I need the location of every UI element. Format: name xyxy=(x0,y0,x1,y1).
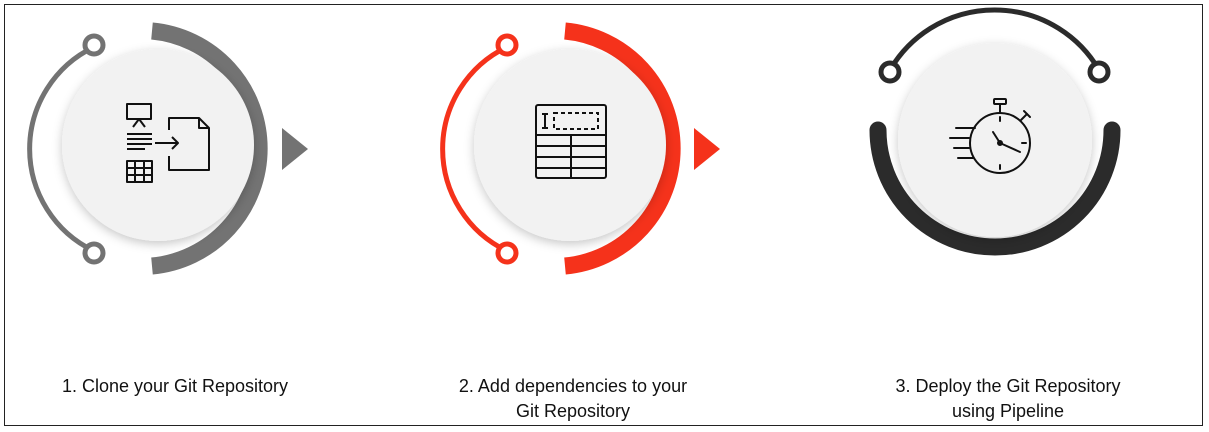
step-1-inner-circle xyxy=(62,49,254,241)
step-3-label: 3. Deploy the Git Repository using Pipel… xyxy=(848,374,1168,424)
step-3-label-line1: 3. Deploy the Git Repository xyxy=(895,376,1121,396)
step-3-top-arc xyxy=(887,7,1102,72)
table-form-icon xyxy=(535,104,607,179)
step-3-bottom-arc xyxy=(869,121,1121,256)
step-2-label: 2. Add dependencies to your Git Reposito… xyxy=(413,374,733,424)
step-3-graphic xyxy=(869,7,1121,256)
step-2-label-line1: 2. Add dependencies to your xyxy=(458,376,688,396)
step-1-thin-arc xyxy=(27,44,96,254)
step-2-thick-arc xyxy=(564,22,681,275)
step-1-thick-arc xyxy=(151,22,268,275)
step-2-top-node xyxy=(495,33,519,57)
step-2-thin-arc xyxy=(440,44,509,254)
step-2-bottom-node xyxy=(495,241,519,265)
step-2-label-line2: Git Repository xyxy=(515,401,631,421)
step-3-inner-circle xyxy=(898,43,1092,237)
stopwatch-icon xyxy=(949,98,1031,174)
step-1-label: 1. Clone your Git Repository xyxy=(15,374,335,399)
step-1-graphic xyxy=(27,22,308,275)
step-3-label-line2: using Pipeline xyxy=(951,401,1065,421)
step-3-left-node xyxy=(878,60,902,84)
step-1-bottom-node xyxy=(82,241,106,265)
step-2-arrow-head xyxy=(694,128,720,170)
step-1-label-line1: 1. Clone your Git Repository xyxy=(61,376,289,396)
step-2-graphic xyxy=(440,22,720,275)
data-import-icon xyxy=(126,103,210,183)
step-1-arrow-head xyxy=(282,128,308,170)
step-1-top-node xyxy=(82,33,106,57)
step-3-right-node xyxy=(1087,60,1111,84)
